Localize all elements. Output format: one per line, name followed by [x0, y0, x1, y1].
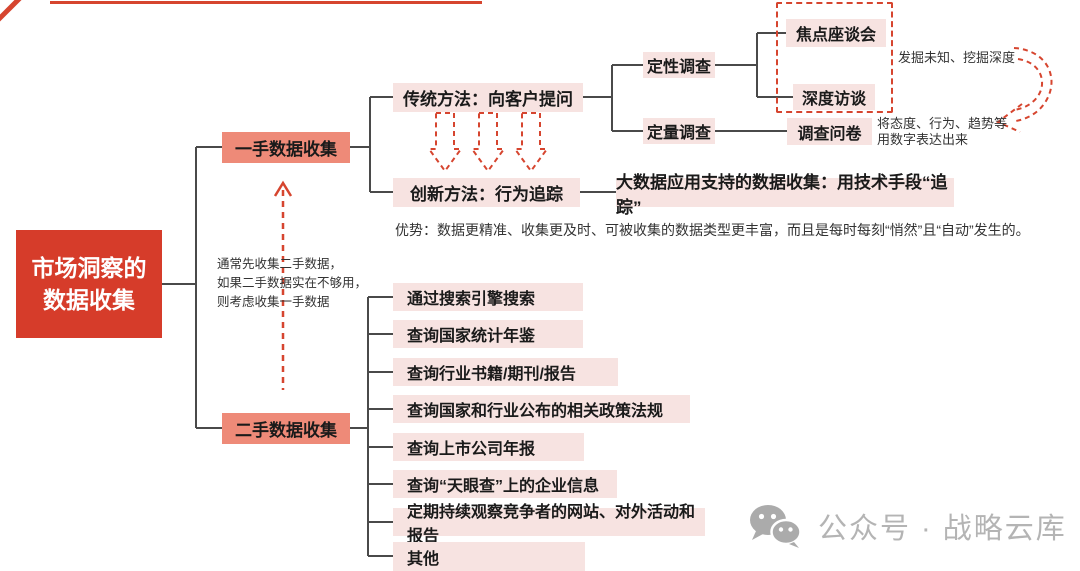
curved-arrow-icon: [996, 47, 1053, 133]
list-item-label: 通过搜索引擎搜索: [407, 291, 536, 308]
qualitative-note: 发掘未知、挖掘深度: [898, 50, 1016, 65]
depth-interview-label: 深度访谈: [801, 91, 866, 108]
corner-ribbon-icon: [0, 0, 22, 22]
qualitative-survey-node: 定性调查: [643, 52, 715, 78]
innovative-method-label: 创新方法：行为追踪: [410, 185, 563, 204]
secondary-item-search-engine: 通过搜索引擎搜索: [393, 283, 583, 311]
root-node-label: 市场洞察的 数据收集: [31, 254, 147, 313]
secondary-item-tianyancha: 查询“天眼查”上的企业信息: [393, 470, 617, 498]
questionnaire-node: 调查问卷: [787, 118, 872, 145]
quantitative-survey-label: 定量调查: [646, 125, 711, 142]
list-item-label: 查询国家和行业公布的相关政策法规: [407, 403, 664, 420]
traditional-method-label: 传统方法：向客户提问: [403, 90, 573, 109]
secondary-item-competitor-watch: 定期持续观察竞争者的网站、对外活动和报告: [393, 504, 705, 545]
bigdata-node: 大数据应用支持的数据收集：用技术手段“追踪”: [616, 173, 954, 217]
connectors: [161, 32, 793, 557]
quantitative-survey-node: 定量调查: [643, 118, 715, 144]
emphasis-down-arrows-icon: [427, 112, 549, 173]
secondary-item-annual-reports: 查询上市公司年报: [393, 433, 584, 461]
focus-group-node: 焦点座谈会: [786, 19, 886, 47]
secondary-data-node: 二手数据收集: [222, 413, 350, 444]
list-item-label: 查询上市公司年报: [407, 441, 536, 458]
questionnaire-note: 将态度、行为、趋势等 用数字表达出来: [877, 116, 1008, 148]
secondary-item-industry-publications: 查询行业书籍/期刊/报告: [393, 358, 618, 386]
secondary-item-other: 其他: [393, 542, 585, 571]
primary-data-node: 一手数据收集: [222, 132, 350, 163]
sequence-note: 通常先收集二手数据， 如果二手数据实在不够用， 则考虑收集一手数据: [217, 257, 368, 309]
qualitative-group-frame: [776, 2, 893, 113]
list-item-label: 其他: [407, 550, 440, 568]
secondary-data-label: 二手数据收集: [235, 421, 337, 440]
list-item-label: 查询行业书籍/期刊/报告: [407, 366, 576, 383]
watermark: 公众号 · 战略云库: [748, 503, 1067, 549]
bigdata-label: 大数据应用支持的数据收集：用技术手段“追踪”: [616, 172, 948, 217]
questionnaire-label: 调查问卷: [797, 125, 862, 143]
advantage-note: 优势：数据更精准、收集更及时、可被收集的数据类型更丰富，而且是每时每刻“悄然”且…: [395, 222, 1030, 238]
watermark-text: 公众号 · 战略云库: [818, 513, 1067, 545]
secondary-item-policies-regulations: 查询国家和行业公布的相关政策法规: [393, 395, 690, 423]
list-item-label: 查询国家统计年鉴: [407, 328, 536, 345]
qualitative-survey-label: 定性调查: [646, 59, 711, 76]
wechat-icon: [750, 505, 802, 548]
list-item-label: 查询“天眼查”上的企业信息: [407, 478, 600, 495]
focus-group-label: 焦点座谈会: [795, 27, 876, 44]
depth-interview-node: 深度访谈: [793, 84, 875, 110]
top-rule: [50, 1, 482, 4]
root-node: 市场洞察的 数据收集: [16, 230, 162, 338]
innovative-method-node: 创新方法：行为追踪: [393, 178, 580, 207]
list-item-label: 定期持续观察竞争者的网站、对外活动和报告: [407, 504, 696, 545]
traditional-method-node: 传统方法：向客户提问: [393, 83, 583, 112]
secondary-item-statistical-yearbook: 查询国家统计年鉴: [393, 320, 583, 348]
primary-data-label: 一手数据收集: [235, 140, 337, 159]
sequence-arrow-icon: [273, 180, 293, 390]
